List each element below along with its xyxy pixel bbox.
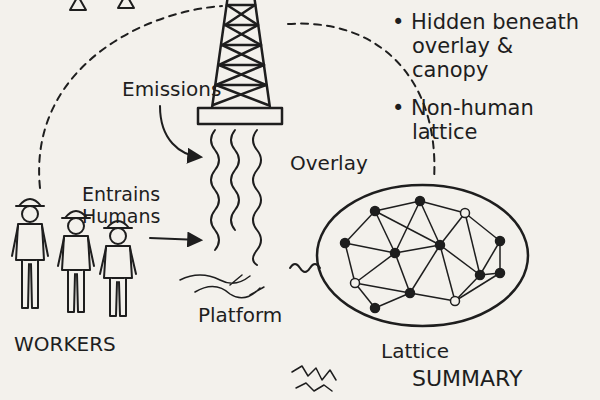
lattice-dot — [496, 237, 505, 246]
summary-label: SUMMARY — [412, 366, 522, 391]
wavy-emission — [231, 130, 239, 230]
ellipse-border — [317, 185, 528, 326]
lattice-link — [395, 201, 420, 253]
lattice-dot — [416, 197, 425, 206]
lattice-link — [355, 253, 395, 283]
lattice-link — [355, 283, 410, 293]
node-label: Lattice — [381, 340, 449, 363]
lattice-link — [395, 245, 440, 253]
dashed-arc — [39, 6, 222, 188]
lattice-link — [420, 201, 465, 213]
callout-arrow — [150, 238, 200, 240]
lattice-dot — [451, 297, 460, 306]
lattice-link — [375, 201, 420, 211]
bullet-note: • Non-human lattice — [392, 96, 588, 144]
ellipse-outline — [315, 183, 530, 328]
group-label: WORKERS — [14, 333, 116, 356]
cone — [70, 0, 86, 10]
cone — [118, 0, 134, 8]
lattice-network — [341, 197, 505, 313]
lattice-dot — [436, 241, 445, 250]
lattice-dot — [391, 249, 400, 258]
lattice-dot — [371, 207, 380, 216]
callout-arrow — [160, 106, 200, 157]
lattice-link — [440, 245, 480, 275]
lattice-dot — [406, 289, 415, 298]
scribble — [180, 275, 264, 298]
wavy-emission — [253, 130, 261, 265]
part-label: Platform — [198, 304, 282, 327]
lattice-link — [375, 211, 395, 253]
callout-label: Emissions — [122, 78, 221, 101]
wavy-emission — [211, 130, 219, 250]
platform — [198, 108, 282, 124]
lattice-link — [420, 201, 440, 245]
lattice-dot — [351, 279, 360, 288]
lattice-link — [375, 211, 440, 245]
lattice-link — [345, 243, 355, 283]
lattice-dot — [476, 271, 485, 280]
callout-label: Entrains Humans — [82, 184, 178, 228]
lattice-link — [440, 213, 465, 245]
lattice-dot — [371, 304, 380, 313]
lattice-link — [345, 243, 395, 253]
scribble — [292, 366, 336, 391]
lattice-link — [395, 253, 410, 293]
lattice-link — [375, 293, 410, 308]
lattice-link — [345, 211, 375, 243]
lattice-dot — [461, 209, 470, 218]
lattice-link — [440, 245, 455, 301]
squiggle — [290, 264, 320, 272]
callout-label: Overlay — [290, 152, 368, 175]
lattice-link — [410, 293, 455, 301]
lattice-dot — [341, 239, 350, 248]
lattice-dot — [496, 269, 505, 278]
lattice-link — [410, 245, 440, 293]
bullet-note: • Hidden beneath overlay & canopy — [392, 10, 588, 82]
lattice-ellipse: Lattice — [315, 183, 530, 328]
